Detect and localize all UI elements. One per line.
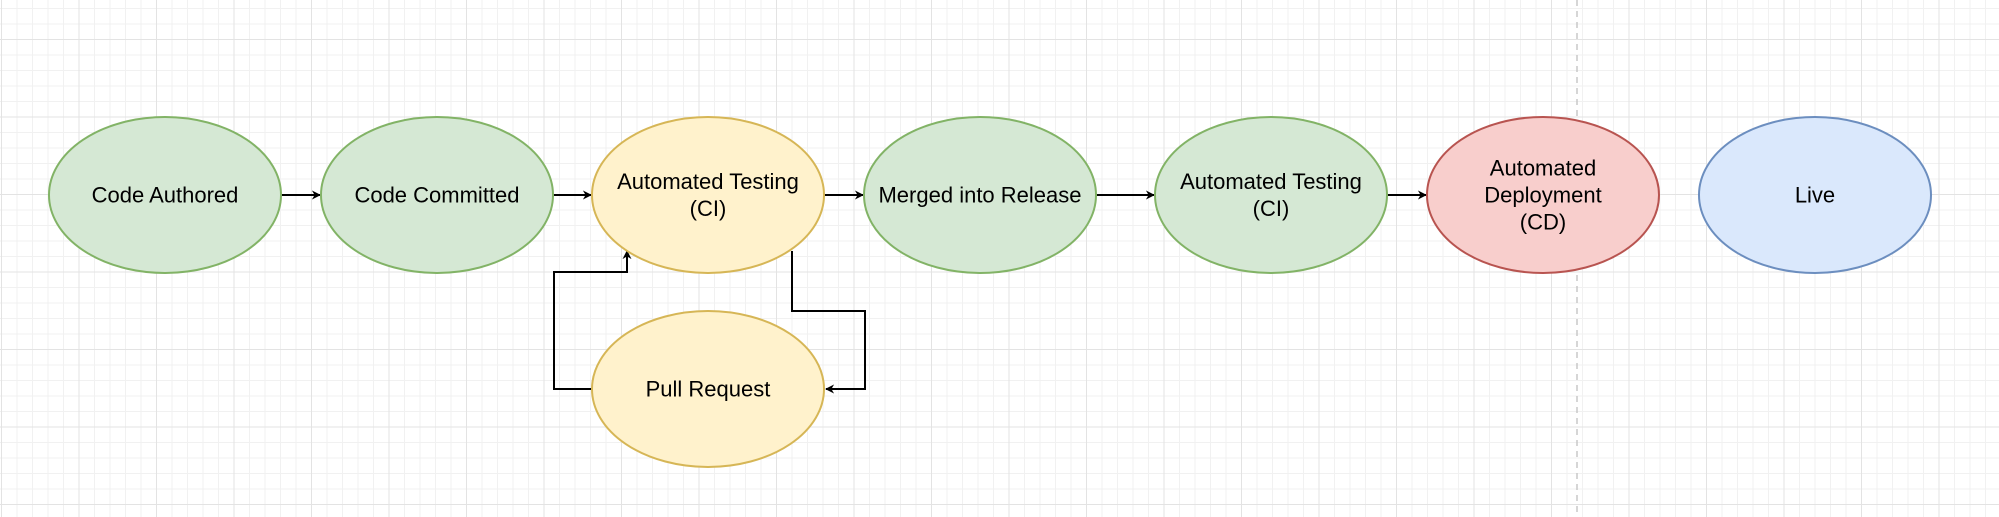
node-shape-code-committed — [320, 116, 554, 274]
node-shape-automated-testing-ci-1 — [591, 116, 825, 274]
edge-automated-testing-ci-1-to-pull-request — [791, 251, 866, 394]
node-label-automated-testing-ci-1: (CI) — [690, 196, 727, 221]
node-label-merged-into-release: Merged into Release — [878, 183, 1081, 208]
node-automated-testing-ci-2[interactable]: Automated Testing(CI) — [1154, 116, 1388, 274]
node-label-automated-testing-ci-2: Automated Testing — [1180, 169, 1362, 194]
node-merged-into-release[interactable]: Merged into Release — [863, 116, 1097, 274]
node-label-automated-deployment-cd: (CD) — [1520, 210, 1566, 235]
node-shape-merged-into-release — [863, 116, 1097, 274]
node-label-automated-deployment-cd: Automated — [1490, 156, 1596, 181]
node-shape-pull-request — [591, 310, 825, 468]
node-automated-testing-ci-1[interactable]: Automated Testing(CI) — [591, 116, 825, 274]
node-label-automated-testing-ci-2: (CI) — [1253, 196, 1290, 221]
node-label-automated-deployment-cd: Deployment — [1484, 183, 1601, 208]
node-label-pull-request: Pull Request — [646, 377, 771, 402]
node-label-automated-testing-ci-1: Automated Testing — [617, 169, 799, 194]
node-label-code-committed: Code Committed — [354, 183, 519, 208]
node-shape-automated-deployment-cd — [1426, 116, 1660, 274]
node-shape-code-authored — [48, 116, 282, 274]
node-label-live: Live — [1795, 183, 1835, 208]
node-shape-live — [1698, 116, 1932, 274]
node-code-authored[interactable]: Code Authored — [48, 116, 282, 274]
node-code-committed[interactable]: Code Committed — [320, 116, 554, 274]
node-live[interactable]: Live — [1698, 116, 1932, 274]
node-pull-request[interactable]: Pull Request — [591, 310, 825, 468]
edge-pull-request-to-automated-testing-ci-1 — [553, 250, 632, 390]
node-shape-automated-testing-ci-2 — [1154, 116, 1388, 274]
node-label-code-authored: Code Authored — [92, 183, 239, 208]
